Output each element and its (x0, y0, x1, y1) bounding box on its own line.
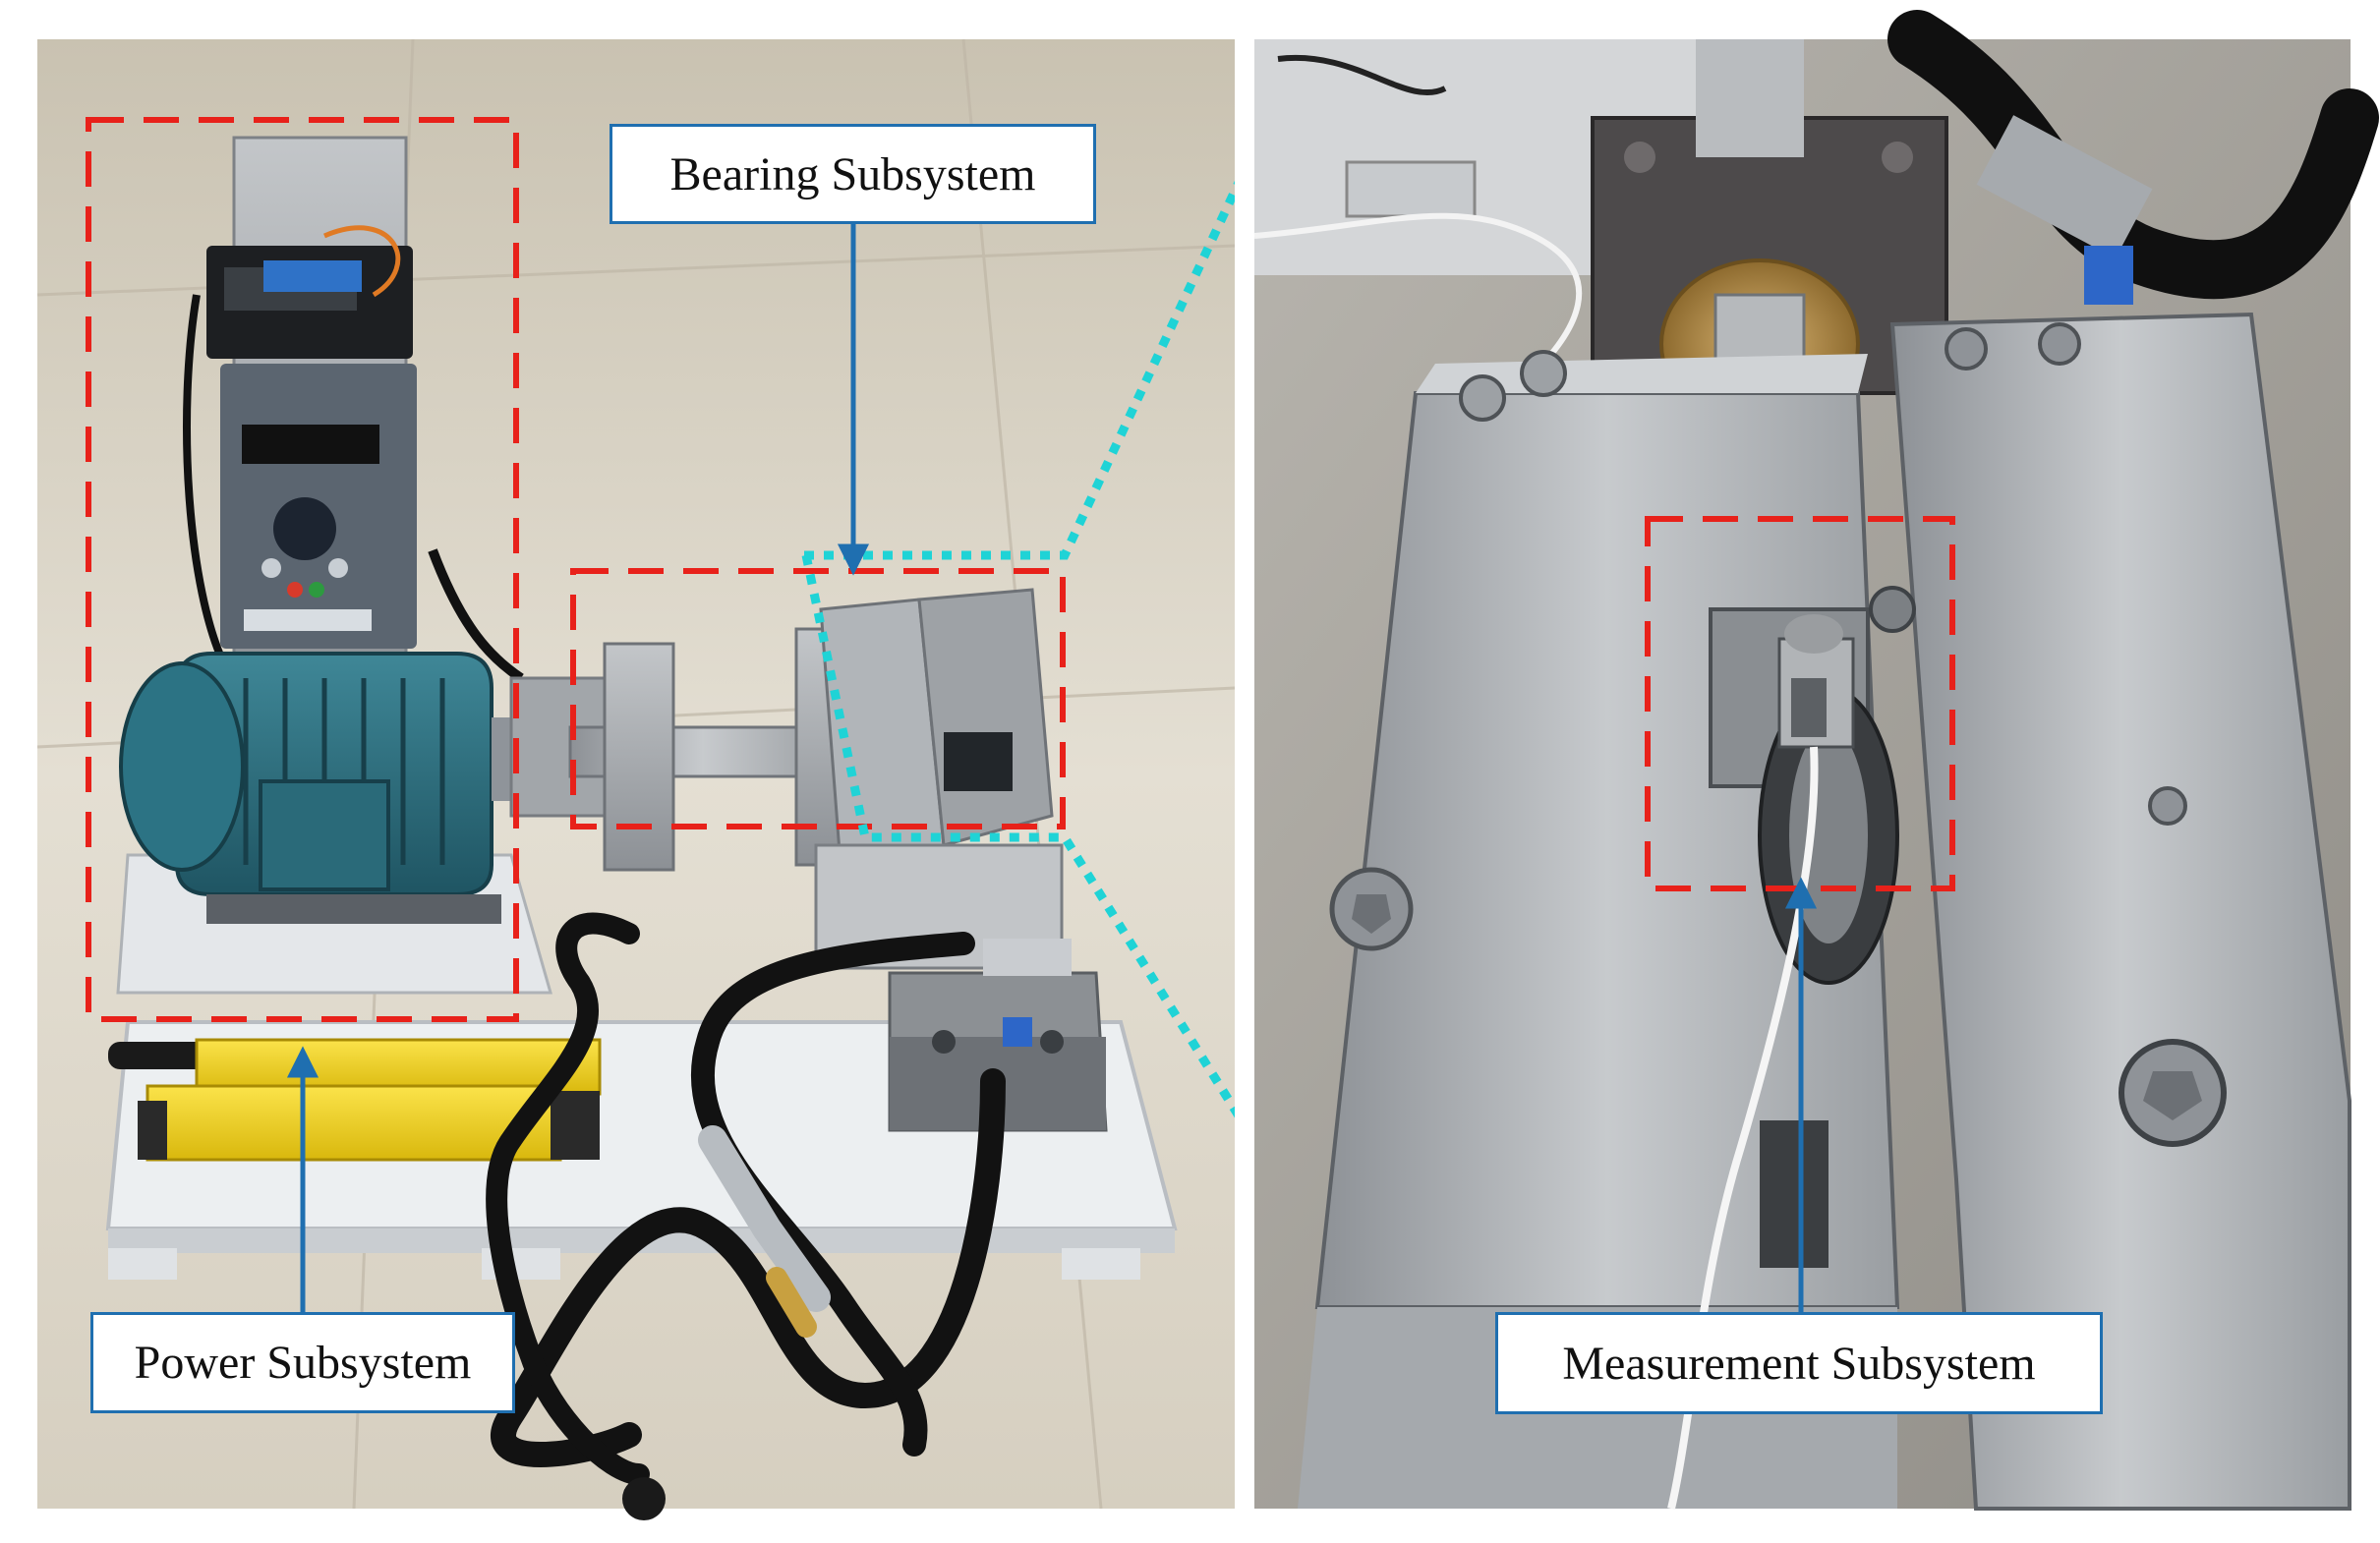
frequency-inverter-icon (183, 136, 524, 690)
power-highlight-box (86, 117, 519, 1022)
right-photo (1253, 10, 2379, 1511)
highlight-boxes (86, 117, 1066, 1022)
power-subsystem-label: Power Subsystem (90, 1312, 515, 1413)
bearing-subsystem-label: Bearing Subsystem (610, 124, 1096, 224)
measurement-subsystem-label: Measurement Subsystem (1495, 1312, 2103, 1414)
hydraulic-pump-icon (108, 1038, 602, 1162)
left-photo (36, 38, 1249, 1520)
zoom-connector (801, 168, 1249, 1128)
bearing-highlight-box (570, 568, 1066, 829)
bearing-assembly (509, 588, 1064, 970)
callout-arrows (286, 224, 870, 1312)
accelerometer-icon (1667, 586, 1916, 1510)
